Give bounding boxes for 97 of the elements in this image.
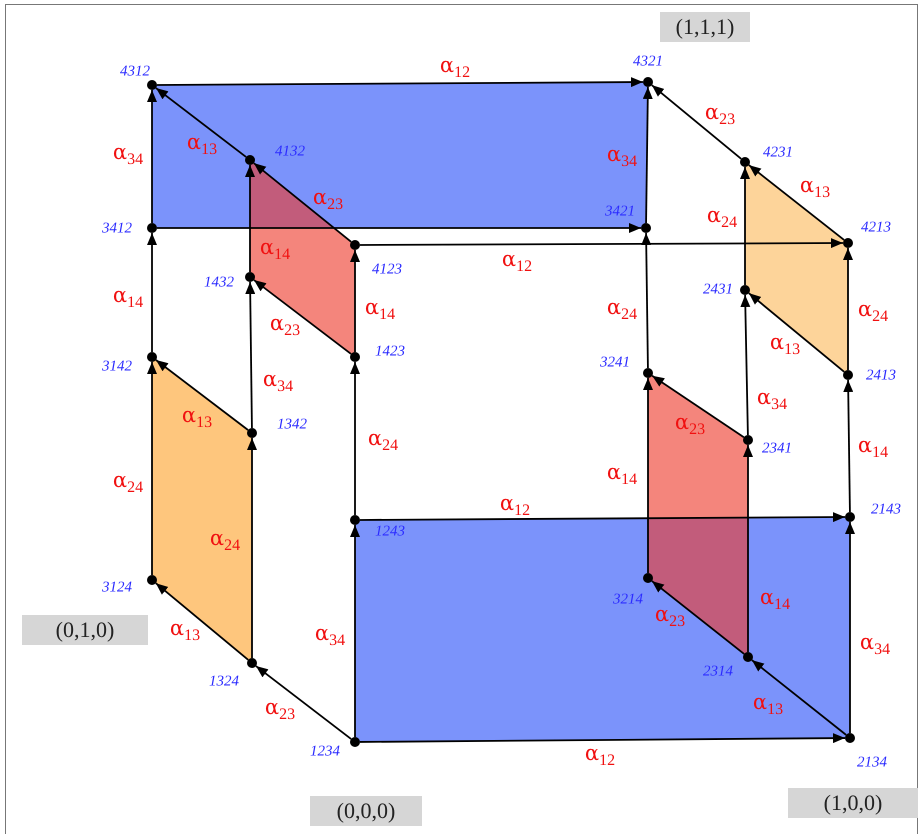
edge-label: α$_{34}$ [314,623,346,649]
arrow [748,164,845,241]
arrow [255,665,352,740]
arrow [157,77,643,88]
arrow [643,378,653,573]
coordinate-label: (0,1,0) [22,615,148,645]
edge-label: α$_{34}$ [606,144,638,170]
edge-label: α$_{24}$ [112,470,144,496]
edge-label: α$_{23}$ [704,102,736,128]
edge-label: α$_{12}$ [584,743,616,769]
arrow [651,580,745,655]
arrow [360,512,845,522]
arrow [350,362,360,515]
vertex-label: 1234 [310,744,340,760]
coordinate-label: (1,1,1) [660,12,750,42]
arrow [247,438,257,658]
edge-label: α$_{23}$ [270,313,300,339]
vertex-label: 3214 [613,592,643,608]
arrow [245,165,255,272]
edge-label: α$_{24}$ [368,428,398,454]
arrow [253,162,352,243]
vertex-label: 4132 [275,144,305,160]
edge-label: α$_{34}$ [112,142,144,168]
edge-label: α$_{12}$ [502,249,532,275]
arrow [155,582,249,660]
edge-label: α$_{23}$ [312,187,344,213]
arrow [743,445,753,652]
arrow [360,733,845,744]
arrow [651,84,742,160]
edge-label: α$_{34}$ [756,387,788,413]
arrow [360,238,843,248]
edge-label: α$_{14}$ [112,285,144,311]
arrow [740,167,750,285]
vertex-label: 2341 [762,442,792,456]
vertex-label: 4213 [861,220,891,236]
edge-label: α$_{24}$ [606,297,638,323]
edge-label: α$_{13}$ [800,175,830,201]
edge-label: α$_{12}$ [500,493,530,519]
arrow [245,282,256,428]
vertex-label: 4231 [763,146,793,160]
vertex-label: 1342 [277,418,307,432]
vertex-label: 2314 [703,664,733,680]
arrow [642,86,653,224]
edge-label: α$_{34}$ [860,632,890,658]
arrow [843,380,854,512]
arrow [751,659,847,736]
edge-label: α$_{23}$ [264,697,296,723]
arrow [157,223,641,233]
arrow [748,292,845,373]
vertex-label: 3241 [600,356,630,370]
coordinate-label: (0,0,0) [310,796,422,826]
edge-label: α$_{23}$ [654,604,686,630]
vertex-label: 1324 [209,674,239,690]
edge-label: α$_{13}$ [170,618,200,644]
vertex-label: 4312 [120,64,150,80]
arrow [843,248,853,370]
arrow [652,375,744,438]
edge-label: α$_{23}$ [674,412,706,438]
arrow [147,233,157,352]
vertex-label: 1432 [204,276,234,290]
vertex-label: 3142 [102,360,132,374]
vertex-label: 1423 [375,344,405,360]
vertex-label: 2431 [703,282,733,298]
arrow [350,250,360,352]
edge-label: α$_{24}$ [210,528,240,554]
vertex-label: 2413 [866,368,896,384]
vertex-label: 3124 [102,580,132,596]
edge-label: α$_{12}$ [440,55,470,81]
edge-label: α$_{13}$ [182,405,212,431]
edge-label: α$_{24}$ [706,205,738,231]
arrow [845,522,855,733]
arrow [253,279,352,355]
edge-label: α$_{34}$ [262,369,294,395]
vertex-label: 4321 [633,54,663,70]
arrow [350,525,360,737]
edge-label: α$_{14}$ [760,587,790,613]
vertex-label: 4123 [372,262,402,278]
arrow [155,87,247,158]
edge-label: α$_{14}$ [858,435,888,461]
vertex-label: 2134 [857,756,887,770]
vertex-label: 3412 [102,222,132,236]
edge-label: α$_{13}$ [752,692,784,718]
arrow [740,294,750,436]
arrow [641,232,652,368]
edge-label: α$_{13}$ [770,332,800,358]
coordinate-label: (1,0,0) [788,788,918,818]
vertex-label: 1243 [375,524,405,540]
edge-label: α$_{24}$ [858,299,888,325]
edge-label: α$_{14}$ [364,297,396,323]
vertex-label: 2143 [871,502,901,518]
edge-label: α$_{14}$ [606,462,638,488]
edge-label: α$_{14}$ [260,237,290,263]
arrow [147,362,157,575]
arrow [155,359,249,431]
vertex-label: 3421 [605,204,635,220]
arrow [147,90,157,223]
edge-label: α$_{13}$ [186,132,218,158]
